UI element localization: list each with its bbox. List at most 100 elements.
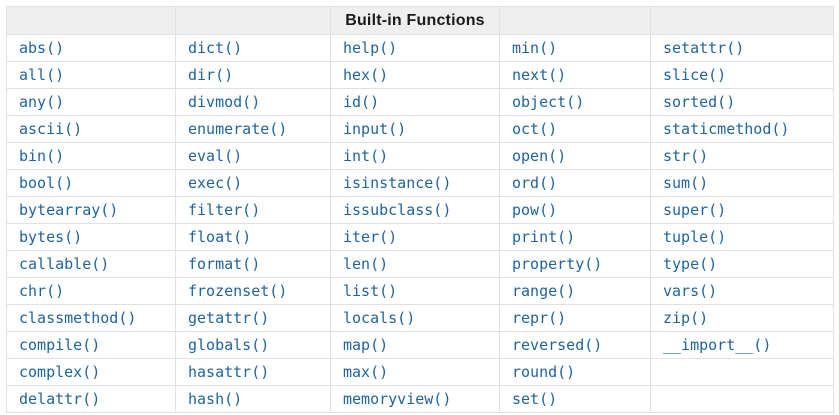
function-link[interactable]: exec() <box>188 174 243 192</box>
table-row: chr() frozenset() list() range() vars() <box>6 277 834 305</box>
function-link[interactable]: ord() <box>512 174 558 192</box>
function-link[interactable]: setattr() <box>663 39 745 57</box>
function-link[interactable]: repr() <box>512 309 567 327</box>
function-link[interactable]: hasattr() <box>188 363 270 381</box>
function-link[interactable]: getattr() <box>188 309 270 327</box>
function-link[interactable]: dir() <box>188 66 234 84</box>
function-link[interactable]: any() <box>19 93 65 111</box>
function-link[interactable]: tuple() <box>663 228 727 246</box>
function-cell: isinstance() <box>330 169 500 197</box>
function-link[interactable]: bin() <box>19 147 65 165</box>
function-link[interactable]: pow() <box>512 201 558 219</box>
function-link[interactable]: id() <box>343 93 380 111</box>
function-cell: dict() <box>175 34 331 62</box>
function-cell: print() <box>499 223 651 251</box>
function-link[interactable]: isinstance() <box>343 174 452 192</box>
function-cell: int() <box>330 142 500 170</box>
function-link[interactable]: map() <box>343 336 389 354</box>
function-link[interactable]: frozenset() <box>188 282 288 300</box>
function-link[interactable]: eval() <box>188 147 243 165</box>
function-cell: zip() <box>650 304 834 332</box>
function-link[interactable]: object() <box>512 93 585 111</box>
function-link[interactable]: help() <box>343 39 398 57</box>
function-link[interactable]: divmod() <box>188 93 261 111</box>
header-cell-empty-5 <box>650 6 834 35</box>
function-link[interactable]: memoryview() <box>343 390 452 408</box>
function-cell: enumerate() <box>175 115 331 143</box>
table-row: callable() format() len() property() type() <box>6 250 834 278</box>
function-link[interactable]: abs() <box>19 39 65 57</box>
function-link[interactable]: issubclass() <box>343 201 452 219</box>
function-link[interactable]: vars() <box>663 282 718 300</box>
function-link[interactable]: complex() <box>19 363 101 381</box>
function-cell: dir() <box>175 61 331 89</box>
function-link[interactable]: sorted() <box>663 93 736 111</box>
function-link[interactable]: classmethod() <box>19 309 137 327</box>
function-cell: range() <box>499 277 651 305</box>
function-link[interactable]: filter() <box>188 201 261 219</box>
function-link[interactable]: compile() <box>19 336 101 354</box>
function-link[interactable]: float() <box>188 228 252 246</box>
function-cell: sum() <box>650 169 834 197</box>
function-link[interactable]: __import__() <box>663 336 772 354</box>
table-row: ascii() enumerate() input() oct() staticmeth… <box>6 115 834 143</box>
table-row: all() dir() hex() next() slice() <box>6 61 834 89</box>
function-link[interactable]: super() <box>663 201 727 219</box>
function-link[interactable]: format() <box>188 255 261 273</box>
function-link[interactable]: min() <box>512 39 558 57</box>
function-link[interactable]: locals() <box>343 309 416 327</box>
function-link[interactable]: int() <box>343 147 389 165</box>
function-link[interactable]: property() <box>512 255 603 273</box>
empty-cell <box>650 385 834 413</box>
function-link[interactable]: bytes() <box>19 228 83 246</box>
function-link[interactable]: zip() <box>663 309 709 327</box>
empty-cell <box>650 358 834 386</box>
function-link[interactable]: print() <box>512 228 576 246</box>
function-link[interactable]: len() <box>343 255 389 273</box>
function-link[interactable]: type() <box>663 255 718 273</box>
function-cell: any() <box>6 88 176 116</box>
function-link[interactable]: callable() <box>19 255 110 273</box>
function-link[interactable]: sum() <box>663 174 709 192</box>
table-header: Built-in Functions <box>6 6 834 35</box>
function-link[interactable]: set() <box>512 390 558 408</box>
function-cell: bytearray() <box>6 196 176 224</box>
function-link[interactable]: ascii() <box>19 120 83 138</box>
function-cell: reversed() <box>499 331 651 359</box>
function-cell: float() <box>175 223 331 251</box>
function-link[interactable]: chr() <box>19 282 65 300</box>
function-link[interactable]: hash() <box>188 390 243 408</box>
function-link[interactable]: hex() <box>343 66 389 84</box>
function-link[interactable]: open() <box>512 147 567 165</box>
function-link[interactable]: input() <box>343 120 407 138</box>
function-cell: delattr() <box>6 385 176 413</box>
function-link[interactable]: bytearray() <box>19 201 119 219</box>
function-cell: format() <box>175 250 331 278</box>
function-cell: memoryview() <box>330 385 500 413</box>
function-link[interactable]: bool() <box>19 174 74 192</box>
function-link[interactable]: str() <box>663 147 709 165</box>
table-title: Built-in Functions <box>330 6 500 35</box>
function-link[interactable]: all() <box>19 66 65 84</box>
function-cell: compile() <box>6 331 176 359</box>
function-link[interactable]: enumerate() <box>188 120 288 138</box>
function-link[interactable]: oct() <box>512 120 558 138</box>
function-cell: __import__() <box>650 331 834 359</box>
function-link[interactable]: max() <box>343 363 389 381</box>
function-link[interactable]: staticmethod() <box>663 120 790 138</box>
function-cell: divmod() <box>175 88 331 116</box>
function-link[interactable]: range() <box>512 282 576 300</box>
function-link[interactable]: globals() <box>188 336 270 354</box>
function-cell: bin() <box>6 142 176 170</box>
function-link[interactable]: delattr() <box>19 390 101 408</box>
function-cell: id() <box>330 88 500 116</box>
function-link[interactable]: next() <box>512 66 567 84</box>
function-link[interactable]: slice() <box>663 66 727 84</box>
function-link[interactable]: iter() <box>343 228 398 246</box>
function-link[interactable]: reversed() <box>512 336 603 354</box>
function-link[interactable]: dict() <box>188 39 243 57</box>
function-cell: sorted() <box>650 88 834 116</box>
function-link[interactable]: round() <box>512 363 576 381</box>
function-cell: iter() <box>330 223 500 251</box>
function-link[interactable]: list() <box>343 282 398 300</box>
